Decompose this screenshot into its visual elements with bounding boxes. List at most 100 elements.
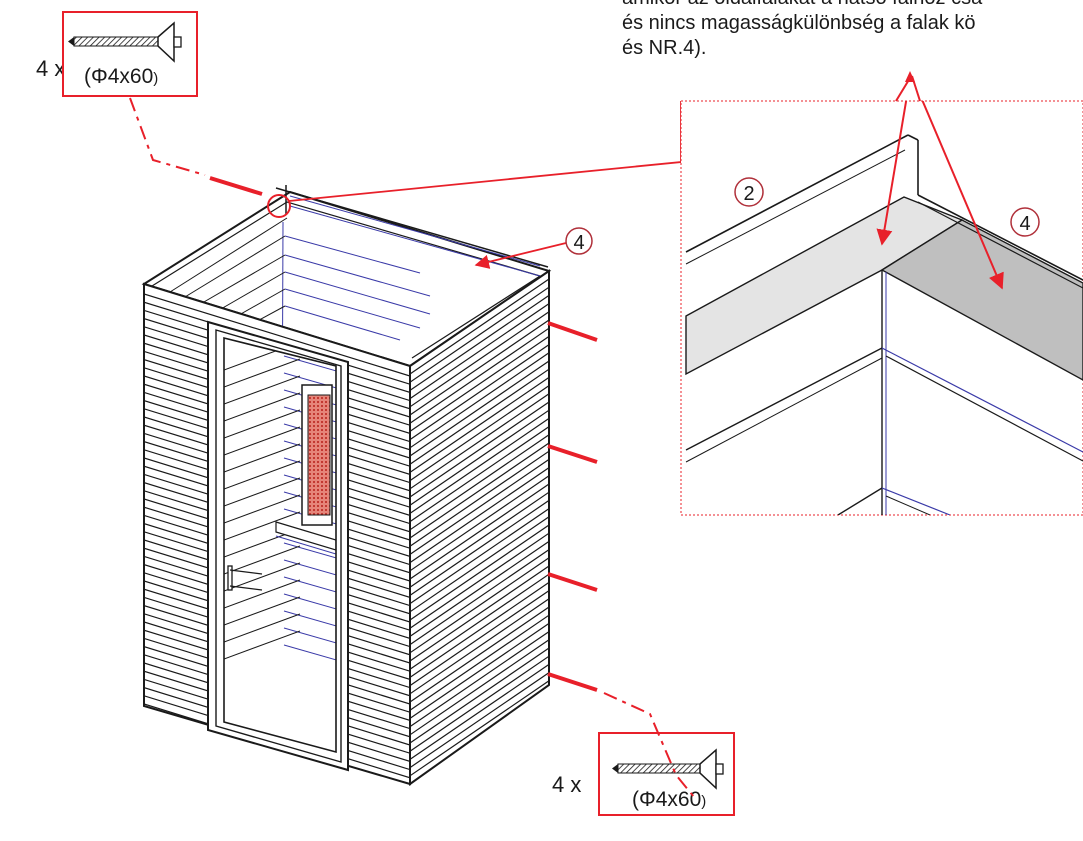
wall-board-line [410, 311, 549, 408]
wall-board-line [224, 443, 301, 473]
instruction-line: és nincs magasságkülönbség a falak kö [622, 12, 976, 34]
screw-leader-bottom [603, 692, 695, 798]
screw-box-top: (Φ4x60) [62, 11, 198, 97]
wall-board-line [410, 434, 549, 531]
wall-board-line [410, 590, 549, 687]
wall-board-line [410, 672, 549, 769]
wall-board-line [410, 294, 549, 391]
wall-board-line [283, 644, 336, 662]
svg-text:4: 4 [1019, 213, 1030, 235]
door-glass [224, 338, 336, 752]
wall-board-line [410, 549, 549, 646]
wall-board-line [410, 680, 549, 777]
wall-board-line [224, 511, 301, 541]
pointer-arrow-roof [921, 101, 1004, 290]
wall-board-line [410, 581, 549, 678]
screw-size-bottom: (Φ4x60 [632, 788, 702, 811]
wall-board-line [410, 483, 549, 580]
detail-view [685, 101, 1083, 515]
wall-board-line [410, 385, 549, 482]
wall-board-line [283, 542, 336, 560]
instruction-text: amikor az oldalfalakat a hátsó falhoz cs… [622, 0, 1083, 61]
wall-board-line [283, 610, 336, 628]
wall-board-line [410, 401, 549, 498]
wall-board-line [410, 368, 549, 465]
callout-leader-roof [474, 242, 567, 269]
wall-board-line [144, 293, 410, 377]
screw-icon [68, 21, 182, 63]
callout-roof-number: 4 [565, 227, 593, 255]
screw-size-tail-top: ) [153, 70, 159, 87]
wall-board-line [224, 460, 301, 490]
wall-board-line [410, 508, 549, 605]
wall-board-line [410, 631, 549, 728]
door-handle [227, 565, 233, 591]
wall-board-line [410, 655, 549, 752]
wall-board-line [410, 614, 549, 711]
wall-board-line [224, 579, 301, 609]
screw-marker-top [209, 176, 263, 196]
wall-board-line [410, 475, 549, 572]
wall-board-line [410, 327, 549, 424]
screw-quantity-bottom: 4 x [552, 772, 582, 797]
wall-board-line [283, 355, 336, 373]
wall-board-line [283, 576, 336, 594]
wall-board-line [410, 344, 549, 441]
wall-board-line [283, 627, 336, 645]
wall-board-line [224, 409, 301, 439]
wall-board-line [224, 358, 301, 388]
wall-board-line [410, 450, 549, 547]
wall-board-line [224, 426, 301, 456]
wall-board-line [410, 598, 549, 695]
heater-element [307, 394, 331, 516]
svg-text:4: 4 [573, 232, 584, 254]
screw-quantity-top: 4 x [36, 56, 66, 81]
screw-leader-top [129, 97, 206, 176]
wall-board-line [410, 335, 549, 432]
wall-board-line [224, 375, 301, 405]
wall-board-line [410, 286, 549, 383]
joint-highlight-circle [267, 194, 291, 218]
screw-icon [612, 748, 724, 790]
wall-board-line [410, 376, 549, 473]
wall-board-line [410, 458, 549, 555]
wall-board-line [410, 360, 549, 457]
wall-board-line [224, 545, 301, 575]
screw-size-label-bottom: (Φ4x60) [632, 788, 706, 812]
wall-board-line [410, 393, 549, 490]
wall-board-line [224, 630, 301, 660]
wall-board-line [410, 426, 549, 523]
wall-board-line [410, 467, 549, 564]
wall-board-line [410, 532, 549, 629]
wall-board-line [410, 442, 549, 539]
wall-board-line [410, 417, 549, 514]
instruction-line: és NR.4). [622, 37, 707, 59]
wall-board-line [283, 593, 336, 611]
wall-board-line [410, 524, 549, 621]
wall-board-line [410, 663, 549, 760]
callout-detail-roof-number: 4 [1010, 207, 1040, 237]
pointer-arrow-plank [876, 101, 908, 246]
wall-board-line [410, 622, 549, 719]
wall-board-line [410, 319, 549, 416]
detail-roof-panel [880, 219, 1083, 381]
wall-board-line [410, 557, 549, 654]
wall-board-line [224, 596, 301, 626]
instruction-line: amikor az oldalfalakat a hátsó falhoz cs… [622, 0, 1083, 11]
wall-board-line [410, 516, 549, 613]
detail-leader-line [288, 101, 682, 202]
sauna-cabin [141, 185, 567, 786]
wall-board-line [410, 606, 549, 703]
screw-box-bottom: (Φ4x60) [598, 732, 735, 816]
wall-board-line [410, 647, 549, 744]
wall-board-line [410, 499, 549, 596]
wall-board-line [283, 559, 336, 577]
wall-board-line [224, 477, 301, 507]
screw-size-top: (Φ4x60 [84, 65, 154, 88]
wall-board-line [410, 352, 549, 449]
screw-size-label-top: (Φ4x60) [84, 65, 158, 89]
screw-markers-side [547, 321, 598, 692]
callout-detail-side-wall-number: 2 [734, 177, 764, 207]
